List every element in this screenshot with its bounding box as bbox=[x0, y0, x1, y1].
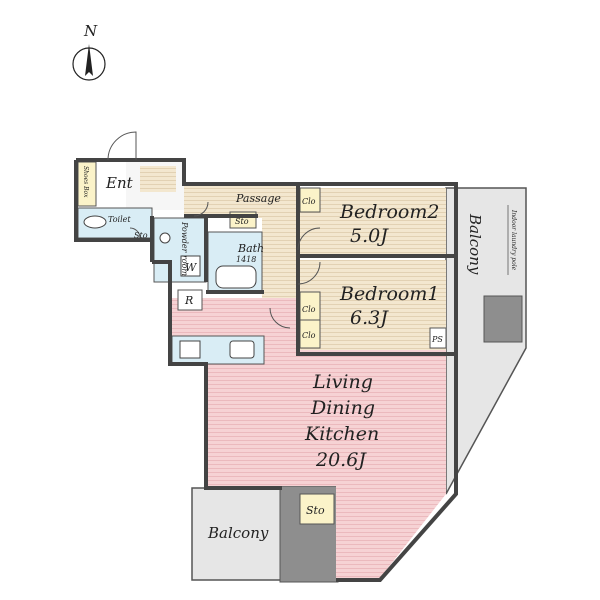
closet-bedroom1-b-label: Clo bbox=[302, 331, 316, 340]
passage-storage-label: Sto bbox=[235, 217, 249, 226]
ldk-storage bbox=[299, 493, 335, 525]
sink-icon bbox=[159, 232, 171, 244]
ldk-floor bbox=[170, 298, 446, 578]
balcony-south-label: Balcony bbox=[207, 524, 269, 542]
passage-label: Passage bbox=[235, 192, 281, 205]
compass-label: N bbox=[83, 22, 98, 40]
toilet-door-icon bbox=[129, 227, 141, 239]
passage-corridor-floor bbox=[262, 218, 298, 298]
ldk-size: 20.6J bbox=[315, 449, 367, 471]
shoes-box-label: Shoes Box bbox=[82, 166, 89, 198]
walls bbox=[74, 158, 458, 582]
bedroom2-size: 5.0J bbox=[350, 225, 389, 247]
toilet-storage-label: Sto bbox=[134, 231, 148, 240]
ldk-label-line2: Dining bbox=[310, 397, 375, 419]
north-arrow-icon bbox=[85, 44, 93, 76]
bedroom2-name: Bedroom2 bbox=[339, 201, 439, 223]
pipe-space-label: PS bbox=[431, 335, 443, 344]
bath-label: Bath bbox=[237, 242, 264, 255]
entrance-step bbox=[140, 166, 176, 192]
balcony-east-block bbox=[483, 295, 523, 343]
bedroom2-door-icon bbox=[297, 227, 321, 251]
bedroom1-size: 6.3J bbox=[350, 307, 389, 329]
powder-room-label: Powder room bbox=[180, 221, 189, 276]
bedroom1-name: Bedroom1 bbox=[339, 283, 439, 305]
powder-door-icon bbox=[193, 201, 209, 217]
entrance-label: Ent bbox=[105, 174, 134, 192]
closet-bedroom1-a-label: Clo bbox=[302, 305, 316, 314]
north-compass: N bbox=[72, 22, 106, 81]
closet-bedroom2-label: Clo bbox=[302, 197, 316, 206]
bedroom1-floor bbox=[300, 260, 446, 350]
refrigerator-label: R bbox=[184, 294, 193, 307]
ldk-storage-label: Sto bbox=[306, 504, 325, 517]
bedroom2-floor bbox=[300, 188, 446, 254]
washer-space bbox=[180, 255, 201, 277]
stove-icon bbox=[179, 340, 201, 359]
ldk-label-line3: Kitchen bbox=[304, 423, 379, 445]
bedroom1-door-icon bbox=[297, 261, 321, 285]
balcony-east bbox=[445, 187, 527, 495]
ldk-label-line1: Living bbox=[312, 371, 373, 393]
kitchen-sink-icon bbox=[229, 340, 255, 359]
balcony-east-label: Balcony bbox=[466, 213, 484, 275]
bathtub-icon bbox=[215, 265, 257, 289]
ldk-door-icon bbox=[269, 307, 291, 329]
pipe-space bbox=[429, 327, 447, 349]
laundry-pole-label: Indoor laundry pole bbox=[510, 209, 517, 271]
entrance-door-icon bbox=[107, 131, 137, 161]
refrigerator-space bbox=[177, 289, 203, 311]
washer-label: W bbox=[185, 261, 198, 274]
doors bbox=[107, 131, 321, 329]
toilet-label: Toilet bbox=[108, 215, 131, 224]
bath-size-label: 1418 bbox=[236, 255, 256, 264]
toilet-icon bbox=[83, 215, 107, 229]
